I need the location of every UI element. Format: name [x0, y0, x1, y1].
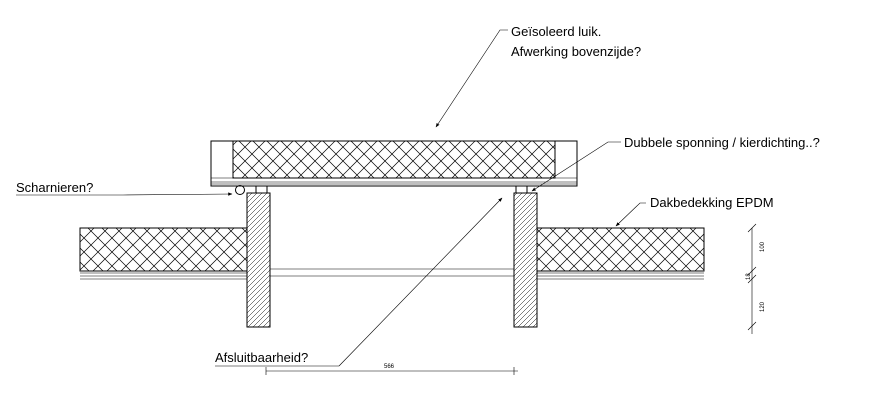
label-luik-line2: Afwerking bovenzijde?: [511, 44, 641, 59]
roof-insulation-left: [79, 227, 248, 272]
dim-insulation-thickness: 100: [760, 241, 766, 252]
roof-buildup-left: [79, 227, 248, 280]
hatch-insulation: [232, 140, 556, 179]
insulated-hatch: [210, 140, 578, 187]
seal-right: [515, 185, 528, 194]
vertical-dimension-chain: 100 18 120: [746, 223, 766, 334]
roof-insulation-right: [536, 227, 705, 272]
hinge-symbol: [235, 185, 245, 195]
upstand-left: [246, 192, 271, 328]
label-afsluitbaarheid: Afsluitbaarheid?: [215, 350, 308, 365]
dim-layer-thickness: 18: [746, 273, 752, 280]
label-sponning: Dubbele sponning / kierdichting..?: [624, 135, 820, 150]
horizontal-dimension: 566: [265, 364, 518, 375]
upstand-right: [513, 192, 538, 328]
dim-opening-width: 566: [384, 364, 395, 370]
label-scharnieren: Scharnieren?: [16, 180, 93, 195]
label-luik-line1: Geïsoleerd luik.: [511, 24, 601, 39]
roof-buildup-right: [536, 227, 705, 280]
leader-afsluitbaarheid: [338, 197, 503, 367]
seal-left: [255, 185, 268, 194]
label-dakbedekking: Dakbedekking EPDM: [650, 195, 774, 210]
leader-scharnieren: [122, 192, 233, 196]
dim-beam-depth: 120: [760, 301, 766, 312]
leader-dakbedekking: [615, 202, 646, 227]
leader-sponning: [531, 141, 621, 192]
leader-luik: [435, 29, 508, 128]
